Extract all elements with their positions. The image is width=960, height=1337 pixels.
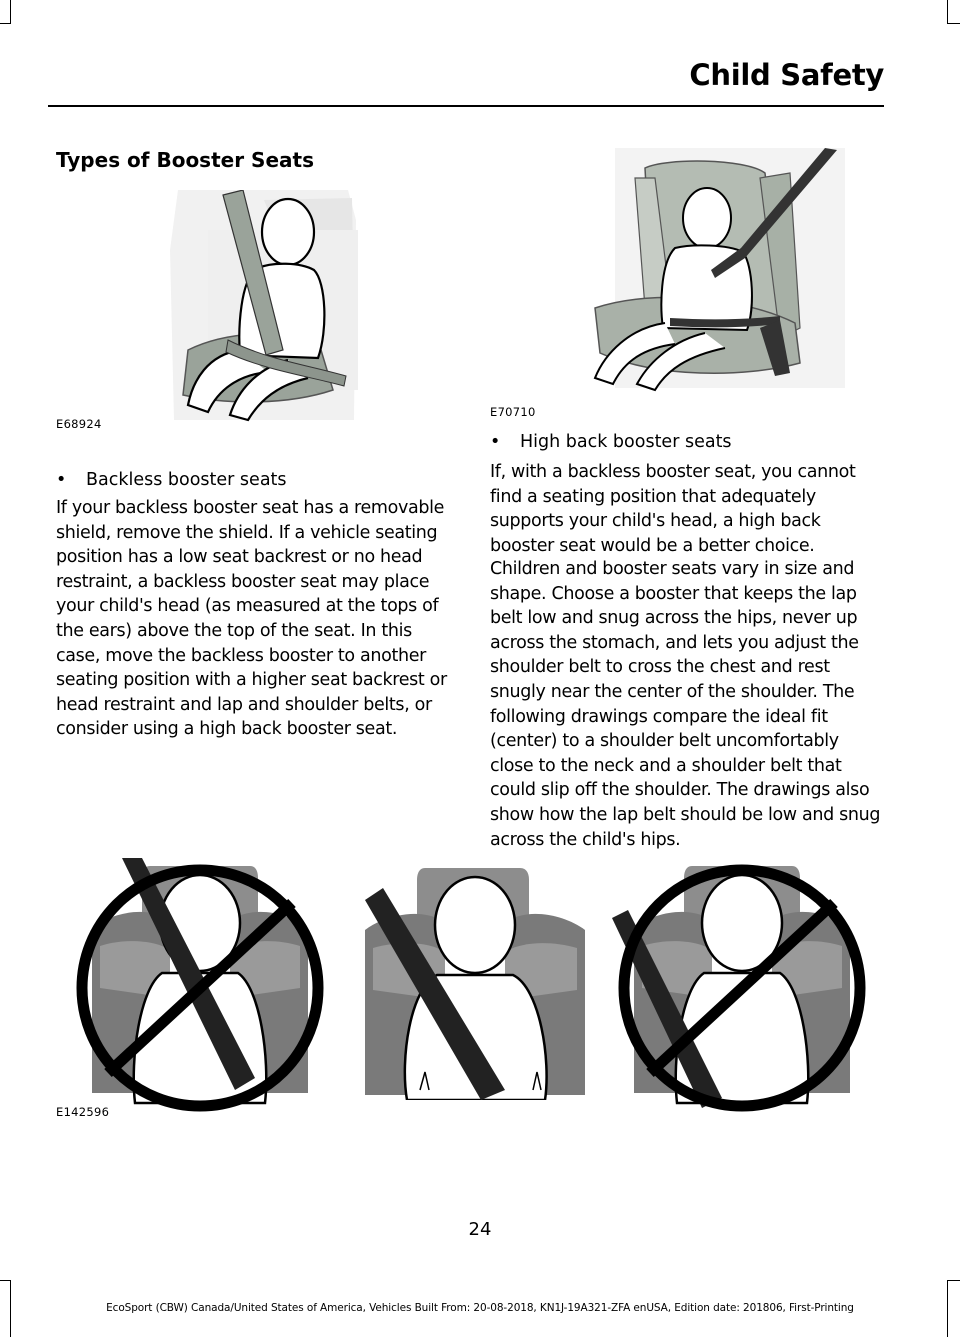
paragraph-backless: If your backless booster seat has a remo… — [56, 498, 447, 740]
backless-booster-illustration — [170, 190, 358, 422]
header-rule — [48, 105, 884, 107]
crop-mark — [947, 1280, 960, 1281]
crop-mark — [0, 23, 11, 24]
crop-mark — [947, 23, 960, 24]
high-back-booster-illustration — [593, 148, 845, 392]
bullet-dot: • — [490, 432, 501, 452]
crop-mark — [10, 1280, 11, 1337]
section-title: Types of Booster Seats — [56, 148, 314, 172]
crop-mark — [947, 0, 948, 24]
crop-mark — [0, 1280, 11, 1281]
paragraph-highback: If, with a backless booster seat, you ca… — [490, 462, 856, 556]
bullet-label: High back booster seats — [520, 432, 732, 452]
paragraph-fit: Children and booster seats vary in size … — [490, 559, 881, 850]
belt-fit-incorrect-neck-illustration — [76, 858, 324, 1112]
belt-fit-incorrect-shoulder-illustration — [612, 864, 866, 1112]
bullet-label: Backless booster seats — [86, 470, 287, 490]
page-header-title: Child Safety — [689, 58, 884, 92]
crop-mark — [10, 0, 11, 24]
figure-code: E142596 — [56, 1105, 110, 1119]
belt-fit-correct-illustration — [365, 868, 585, 1100]
page-footer: EcoSport (CBW) Canada/United States of A… — [106, 1302, 854, 1314]
bullet-dot: • — [56, 470, 67, 490]
figure-code: E70710 — [490, 405, 536, 419]
crop-mark — [947, 1280, 948, 1337]
figure-code: E68924 — [56, 417, 102, 431]
page-number: 24 — [468, 1219, 492, 1240]
